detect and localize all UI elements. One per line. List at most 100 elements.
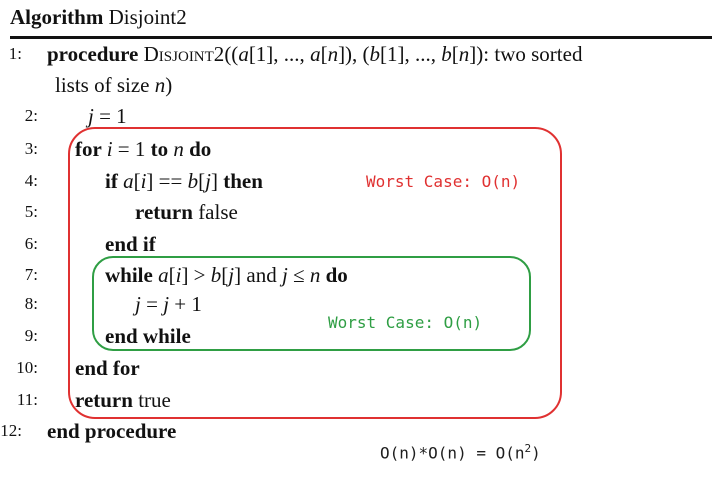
inner-worst-case-note: Worst Case: O(n) [328, 313, 483, 332]
line-number: 3: [24, 139, 38, 158]
code-token: + 1 [169, 292, 202, 316]
algorithm-line: 7:while a[i] > b[j] and j ≤ n do [0, 261, 717, 289]
line-number: 5: [24, 202, 38, 221]
code-token: [ [168, 263, 176, 287]
algorithm-line: 5:return false [0, 198, 717, 226]
code-token: ]): two sorted [469, 42, 583, 66]
code-token: if [105, 169, 124, 193]
code-token: [1], ..., [380, 42, 442, 66]
total-exponent: 2 [524, 442, 532, 455]
code-token: [ [320, 42, 328, 66]
code-token: true [138, 388, 171, 412]
total-suffix: ) [531, 443, 541, 463]
code-token: [ [451, 42, 459, 66]
code-token: b [187, 169, 199, 193]
code-token: ] == [146, 169, 188, 193]
code-token: Disjoint2 [143, 42, 225, 66]
algorithm-line: 8: j = j + 1 [0, 290, 717, 318]
code-token: i [140, 169, 147, 193]
line-code: j = 1 [88, 102, 127, 130]
code-token: return [135, 200, 199, 224]
line-code: end for [75, 354, 140, 382]
code-token: end while [105, 324, 191, 348]
algorithm-line: 2: j = 1 [0, 102, 717, 130]
line-code: for i = 1 to n do [75, 135, 211, 163]
code-token: end for [75, 356, 140, 380]
code-token: b [441, 42, 452, 66]
code-token: b [210, 263, 222, 287]
code-token: do [325, 263, 348, 287]
code-token: ] [210, 169, 224, 193]
code-token: j [88, 104, 94, 128]
total-prefix: O(n)*O(n) = O(n [380, 443, 525, 463]
line-code: if a[i] == b[j] then [105, 167, 263, 195]
line-number: 11: [16, 390, 38, 409]
algorithm-line: 4:if a[i] == b[j] then [0, 167, 717, 195]
algorithm-caption: Algorithm Disjoint2 [10, 5, 187, 30]
code-token: (( [224, 42, 239, 66]
code-token: [ [221, 263, 229, 287]
algorithm-line: 6: end if [0, 230, 717, 258]
code-token: i [175, 263, 182, 287]
code-token: a [238, 42, 249, 66]
code-token: [1], ..., [248, 42, 311, 66]
line-number: 12: [0, 421, 22, 440]
code-token: n [173, 137, 190, 161]
code-token: procedure [47, 42, 144, 66]
inner-loop-box [92, 256, 531, 351]
code-token: n [309, 263, 326, 287]
code-token: [ [133, 169, 141, 193]
code-token: a [158, 263, 169, 287]
code-token: ] > [181, 263, 211, 287]
algorithm-line: lists of size n) [0, 71, 717, 99]
code-token: j [281, 263, 288, 287]
code-token: n [458, 42, 470, 66]
algorithm-line: 1:procedure Disjoint2((a[1], ..., a[n]),… [0, 40, 717, 68]
code-token: while [105, 263, 159, 287]
line-code: j = j + 1 [135, 290, 202, 318]
code-token: do [189, 137, 212, 161]
code-token: j [205, 169, 211, 193]
line-number: 6: [24, 234, 38, 253]
caption-rule [10, 36, 712, 39]
total-complexity-note: O(n)*O(n) = O(n2) [380, 442, 541, 462]
caption-name: Disjoint2 [108, 5, 187, 29]
code-token: a [310, 42, 321, 66]
outer-loop-box [68, 127, 562, 419]
algorithm-line: 11: return true [0, 386, 717, 414]
code-token: j [228, 263, 235, 287]
algorithm-line: 12: end procedure [0, 417, 717, 445]
caption-label: Algorithm [10, 5, 104, 29]
code-token: n [327, 42, 339, 66]
code-token: end if [105, 232, 156, 256]
line-code: procedure Disjoint2((a[1], ..., a[n]), (… [47, 40, 582, 68]
code-token: for [75, 137, 107, 161]
line-number: 2: [24, 106, 38, 125]
code-token: j [135, 292, 141, 316]
code-token: ≤ [287, 263, 310, 287]
code-token: lists of size [55, 73, 155, 97]
code-token: return [75, 388, 139, 412]
line-number: 4: [24, 171, 38, 190]
line-code: return true [75, 386, 171, 414]
line-code: end procedure [47, 417, 176, 445]
code-token: end procedure [47, 419, 177, 443]
code-token: then [223, 169, 263, 193]
code-token: j [163, 292, 170, 316]
line-code: while a[i] > b[j] and j ≤ n do [105, 261, 348, 289]
code-token: a [123, 169, 134, 193]
code-token: [ [198, 169, 206, 193]
code-token: i [106, 137, 113, 161]
line-code: end if [105, 230, 156, 258]
line-number: 7: [24, 265, 38, 284]
line-number: 9: [24, 326, 38, 345]
line-number: 8: [24, 294, 38, 313]
code-token: to [150, 137, 174, 161]
code-token: ) [165, 73, 173, 97]
line-number: 1: [8, 44, 22, 63]
outer-worst-case-note: Worst Case: O(n) [366, 172, 521, 191]
algorithm-line: 10:end for [0, 354, 717, 382]
code-token: = 1 [112, 137, 151, 161]
code-token: ]), ( [338, 42, 370, 66]
